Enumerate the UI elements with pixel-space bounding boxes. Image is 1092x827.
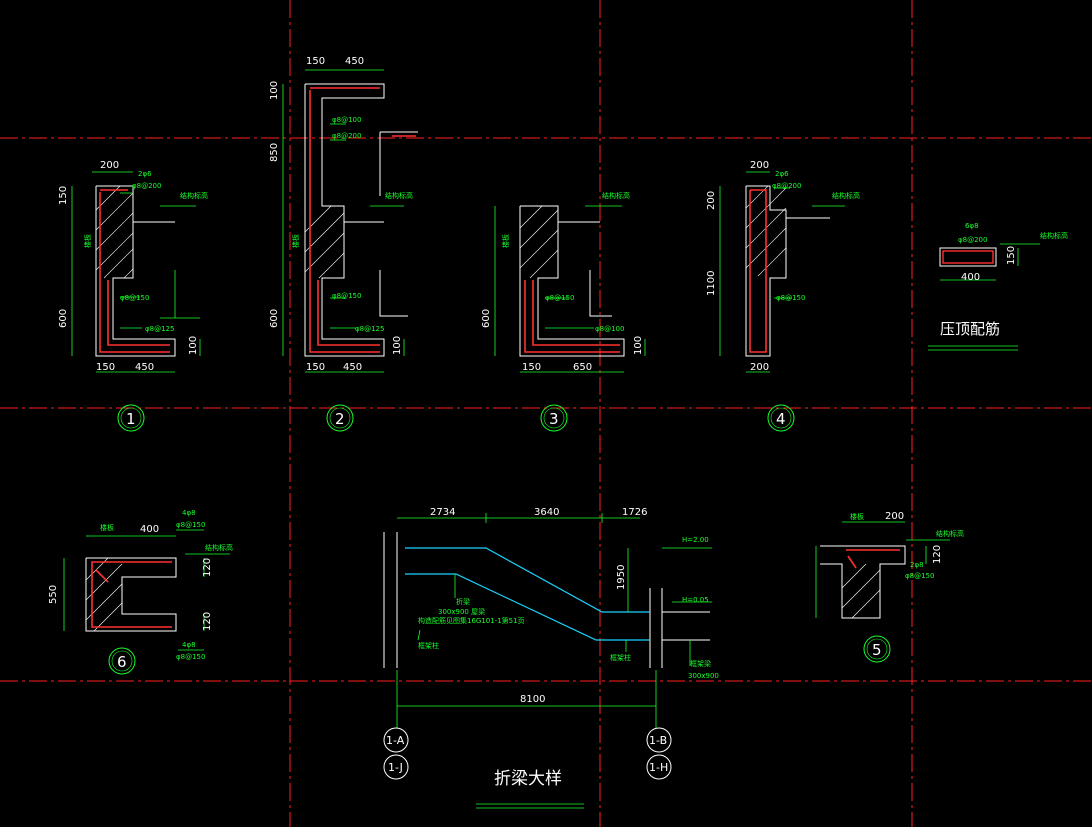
note-bars-bottom: 4φ8 [182,641,196,649]
dim-seg-2: 3640 [534,507,559,518]
note-rebar-4: φ8@125 [355,325,384,333]
beam-title: 折梁大样 [494,769,562,789]
dim-height: 150 [1006,246,1017,265]
dim-left-bottom: 600 [58,309,69,328]
note-reference: 构造配筋见图集16G101-1第51页 [418,616,525,625]
note-stirrup: φ8@150 [905,572,934,580]
dim-right: 100 [392,336,403,355]
note-stirrup: 2φ6 [775,170,789,178]
detail-3: 600 150 650 100 φ8@150 φ8@100 结构标高 楼板 3 [481,191,646,432]
note-elevation: 结构标高 [936,529,964,538]
dim-bottom-1: 150 [96,362,115,373]
note-bars: 2φ8 [910,561,924,569]
note-stirrup: φ8@200 [958,236,987,244]
detail-1-label: 1 [126,410,136,428]
note-bars: 6φ8 [965,222,979,230]
dim-left-bottom: 1100 [706,271,717,296]
note-elevation: 结构标高 [385,191,413,200]
detail-6: 400 550 120 120 4φ8 φ8@150 4φ8 φ8@150 结构… [48,509,233,675]
note-rebar-mid: φ8@150 [776,294,805,302]
detail-4-label: 4 [776,410,786,428]
note-frame-beam-size: 300x900 [688,672,719,680]
note-elevation: 结构标高 [602,191,630,200]
elev-top: H=2.00 [682,536,709,544]
dim-bottom-1: 150 [522,362,541,373]
dim-right-top: 120 [202,558,213,577]
dim-total: 8100 [520,694,545,705]
dim-vertical: 1950 [616,565,627,590]
detail-1: 200 150 600 150 450 100 2φ6 φ8@200 φ8@15… [58,160,208,432]
note-slab: 楼板 [100,523,114,532]
note-stirrup-top: 2φ6 [138,170,152,178]
note-rebar-mid: φ8@150 [120,294,149,302]
dim-left-top: 100 [269,81,280,100]
elev-mid: H=0.05 [682,596,709,604]
axis-1-a: 1-A [386,734,405,747]
dim-right: 120 [932,545,943,564]
note-column-left: 框架柱 [418,641,439,650]
dim-seg-1: 2734 [430,507,455,518]
note-rebar-2: φ8@100 [595,325,624,333]
detail-5-label: 5 [872,641,882,659]
note-rebar-3: φ8@150 [332,292,361,300]
note-rebar-1: φ8@100 [332,116,361,124]
dim-width: 400 [961,272,980,283]
dim-bottom-2: 450 [343,362,362,373]
note-folded-beam: 折梁 [456,597,470,606]
dim-left-top: 200 [706,191,717,210]
coping-title: 压顶配筋 [940,320,1000,338]
note-rebar-top: φ8@200 [132,182,161,190]
dim-right: 100 [188,336,199,355]
dim-top: 200 [100,160,119,171]
dim-left-mid: 850 [269,143,280,162]
dim-top: 400 [140,524,159,535]
note-slab: 楼板 [850,512,864,521]
dim-seg-3: 1726 [622,507,647,518]
dim-top-1: 150 [306,56,325,67]
dim-left: 550 [48,585,59,604]
note-column-right: 框架柱 [610,653,631,662]
note-beam-size: 300x900 屋梁 [438,607,485,616]
dim-right-bottom: 120 [202,612,213,631]
coping-detail: 6φ8 φ8@200 结构标高 400 150 压顶配筋 [928,222,1068,351]
note-slab: 楼板 [291,234,300,248]
note-stirrup-top: φ8@150 [176,521,205,529]
note-elevation: 结构标高 [205,543,233,552]
dim-bottom: 200 [750,362,769,373]
note-elevation: 结构标高 [1040,231,1068,240]
detail-3-label: 3 [549,410,559,428]
dim-top: 200 [750,160,769,171]
detail-4: 200 200 1100 200 2φ6 φ8@200 φ8@150 结构标高 … [706,160,860,432]
detail-6-label: 6 [117,653,127,671]
note-rebar-2: φ8@200 [332,132,361,140]
detail-2-label: 2 [335,410,345,428]
note-frame-beam: 框架梁 [690,659,711,668]
axis-1-h: 1-H [649,761,668,774]
dim-left: 600 [481,309,492,328]
dim-bottom-1: 150 [306,362,325,373]
dim-bottom-2: 450 [135,362,154,373]
note-slab: 楼板 [501,234,510,248]
folded-beam-elevation: 2734 3640 1726 8100 1950 H=2.00 H=0.05 折… [383,507,719,809]
detail-5: 200 120 2φ8 φ8@150 结构标高 楼板 5 [815,511,964,663]
note-rebar-bottom: φ8@125 [145,325,174,333]
dim-top-2: 450 [345,56,364,67]
note-elevation: 结构标高 [180,191,208,200]
dim-right: 100 [633,336,644,355]
note-bars-top: 4φ8 [182,509,196,517]
note-elevation: 结构标高 [832,191,860,200]
detail-2: 150 450 100 850 600 150 450 100 φ8@100 φ… [269,56,418,432]
axis-1-j: 1-J [388,761,403,774]
note-slab: 楼板 [83,234,92,248]
dim-bottom-2: 650 [573,362,592,373]
dim-left-bottom: 600 [269,309,280,328]
note-rebar-1: φ8@150 [545,294,574,302]
note-rebar-top: φ8@200 [772,182,801,190]
axis-1-b: 1-B [649,734,667,747]
note-stirrup-bottom: φ8@150 [176,653,205,661]
dim-top: 200 [885,511,904,522]
dim-left-top: 150 [58,186,69,205]
